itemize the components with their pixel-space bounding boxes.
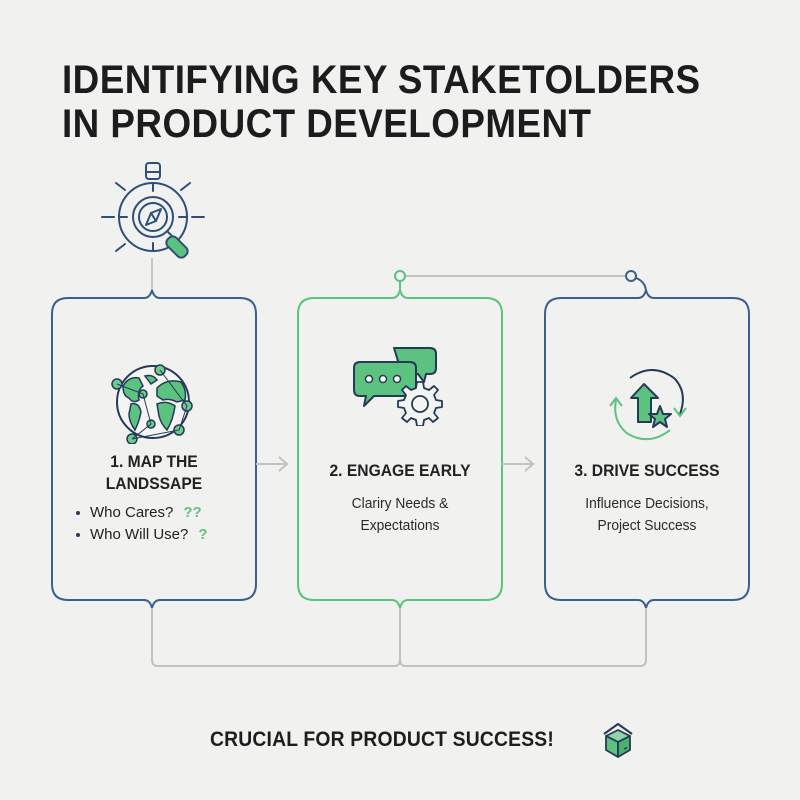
card-map-landscape: 1. MAP THE LANDSSAPE Who Cares? ?? Who W… [52,298,256,600]
bullet-item: Who Will Use? ? [76,524,208,546]
card-2-desc-line-1: Clariry Needs & [351,495,449,512]
bottom-connector [151,608,647,667]
question-marks: ? [198,526,208,543]
card-1-bullets: Who Cares? ?? Who Will Use? ? [76,502,208,546]
card-2-border [297,289,503,609]
bullet-text: Who Will Use? [90,526,189,543]
card-1-title: 1. MAP THE LANDSSAPE [60,451,248,495]
question-marks: ?? [183,504,202,521]
arrow-1-to-2 [256,456,289,472]
card-2-desc-line-2: Expectations [360,517,440,534]
cycle-arrow-star-icon [609,369,687,441]
card-1-title-line-2: LANDSSAPE [105,474,203,493]
card-3-title: 3. DRIVE SUCCESS [574,461,720,480]
card-2-title: 2. ENGAGE EARLY [329,461,471,480]
footer-text: CRUCIAL FOR PRODUCT SUCCESS! [210,728,554,751]
title-line-2: IN PRODUCT DEVELOPMENT [62,102,592,146]
card-3-desc-line-2: Project Success [597,517,697,534]
bullet-item: Who Cares? ?? [76,502,208,524]
page-title: IDENTIFYING KEY STAKETOLDERS IN PRODUCT … [62,58,701,146]
box-icon [603,723,633,758]
globe-network-icon [111,364,193,444]
card-3-border [544,289,750,609]
arrow-2-to-3 [502,456,535,472]
compass-magnifier-icon [101,162,205,259]
title-line-1: IDENTIFYING KEY STAKETOLDERS [62,58,701,102]
green-node [394,270,406,282]
navy-node [625,270,637,282]
card-3-desc-line-1: Influence Decisions, [585,495,709,512]
chat-gear-icon [353,347,443,426]
bullet-text: Who Cares? [90,504,174,521]
card-1-title-line-1: 1. MAP THE [110,452,198,471]
card-1-border [51,289,257,609]
footer: CRUCIAL FOR PRODUCT SUCCESS! [210,720,638,760]
card-engage-early: 2. ENGAGE EARLY Clariry Needs & Expectat… [298,298,502,600]
card-2-description: Clariry Needs & Expectations [306,493,494,537]
card-drive-success: 3. DRIVE SUCCESS Influence Decisions, Pr… [545,298,749,600]
card-3-description: Influence Decisions, Project Success [553,493,741,537]
